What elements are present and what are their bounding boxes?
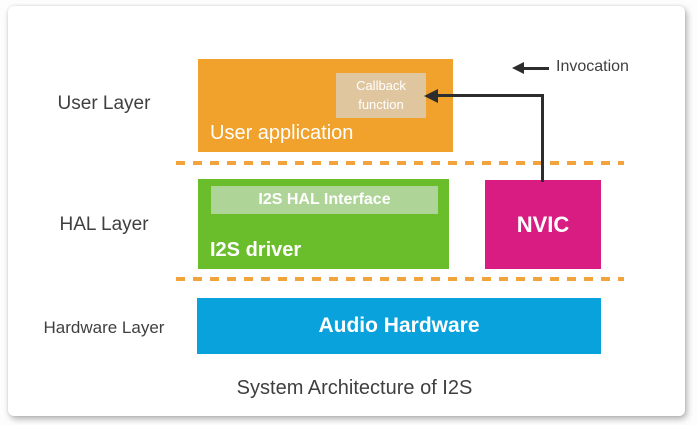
invocation-connector-horizontal [437,94,544,97]
legend-arrow-line [523,66,549,70]
legend-label: Invocation [556,58,629,75]
arrowhead-icon [424,88,438,103]
callback-function-box: Callback function [336,73,426,118]
invocation-connector-vertical [541,94,544,182]
layer-label-user: User Layer [57,93,151,114]
i2s-driver-box: I2S HAL Interface I2S driver [198,179,449,269]
i2s-driver-label: I2S driver [210,239,302,261]
user-application-label: User application [210,122,354,144]
i2s-hal-interface-box: I2S HAL Interface [211,186,438,214]
diagram-title: System Architecture of I2S [236,377,473,399]
layer-label-hal: HAL Layer [59,214,149,235]
layer-separator-hal-hardware [176,277,624,281]
nvic-box: NVIC [485,180,601,269]
layer-separator-user-hal [176,161,624,165]
layer-label-hardware: Hardware Layer [43,318,165,337]
audio-hardware-box: Audio Hardware [197,298,601,354]
legend-arrowhead-icon [512,62,524,74]
diagram-card: User Layer HAL Layer Hardware Layer Call… [8,6,685,416]
user-application-box: Callback function User application [198,59,453,152]
